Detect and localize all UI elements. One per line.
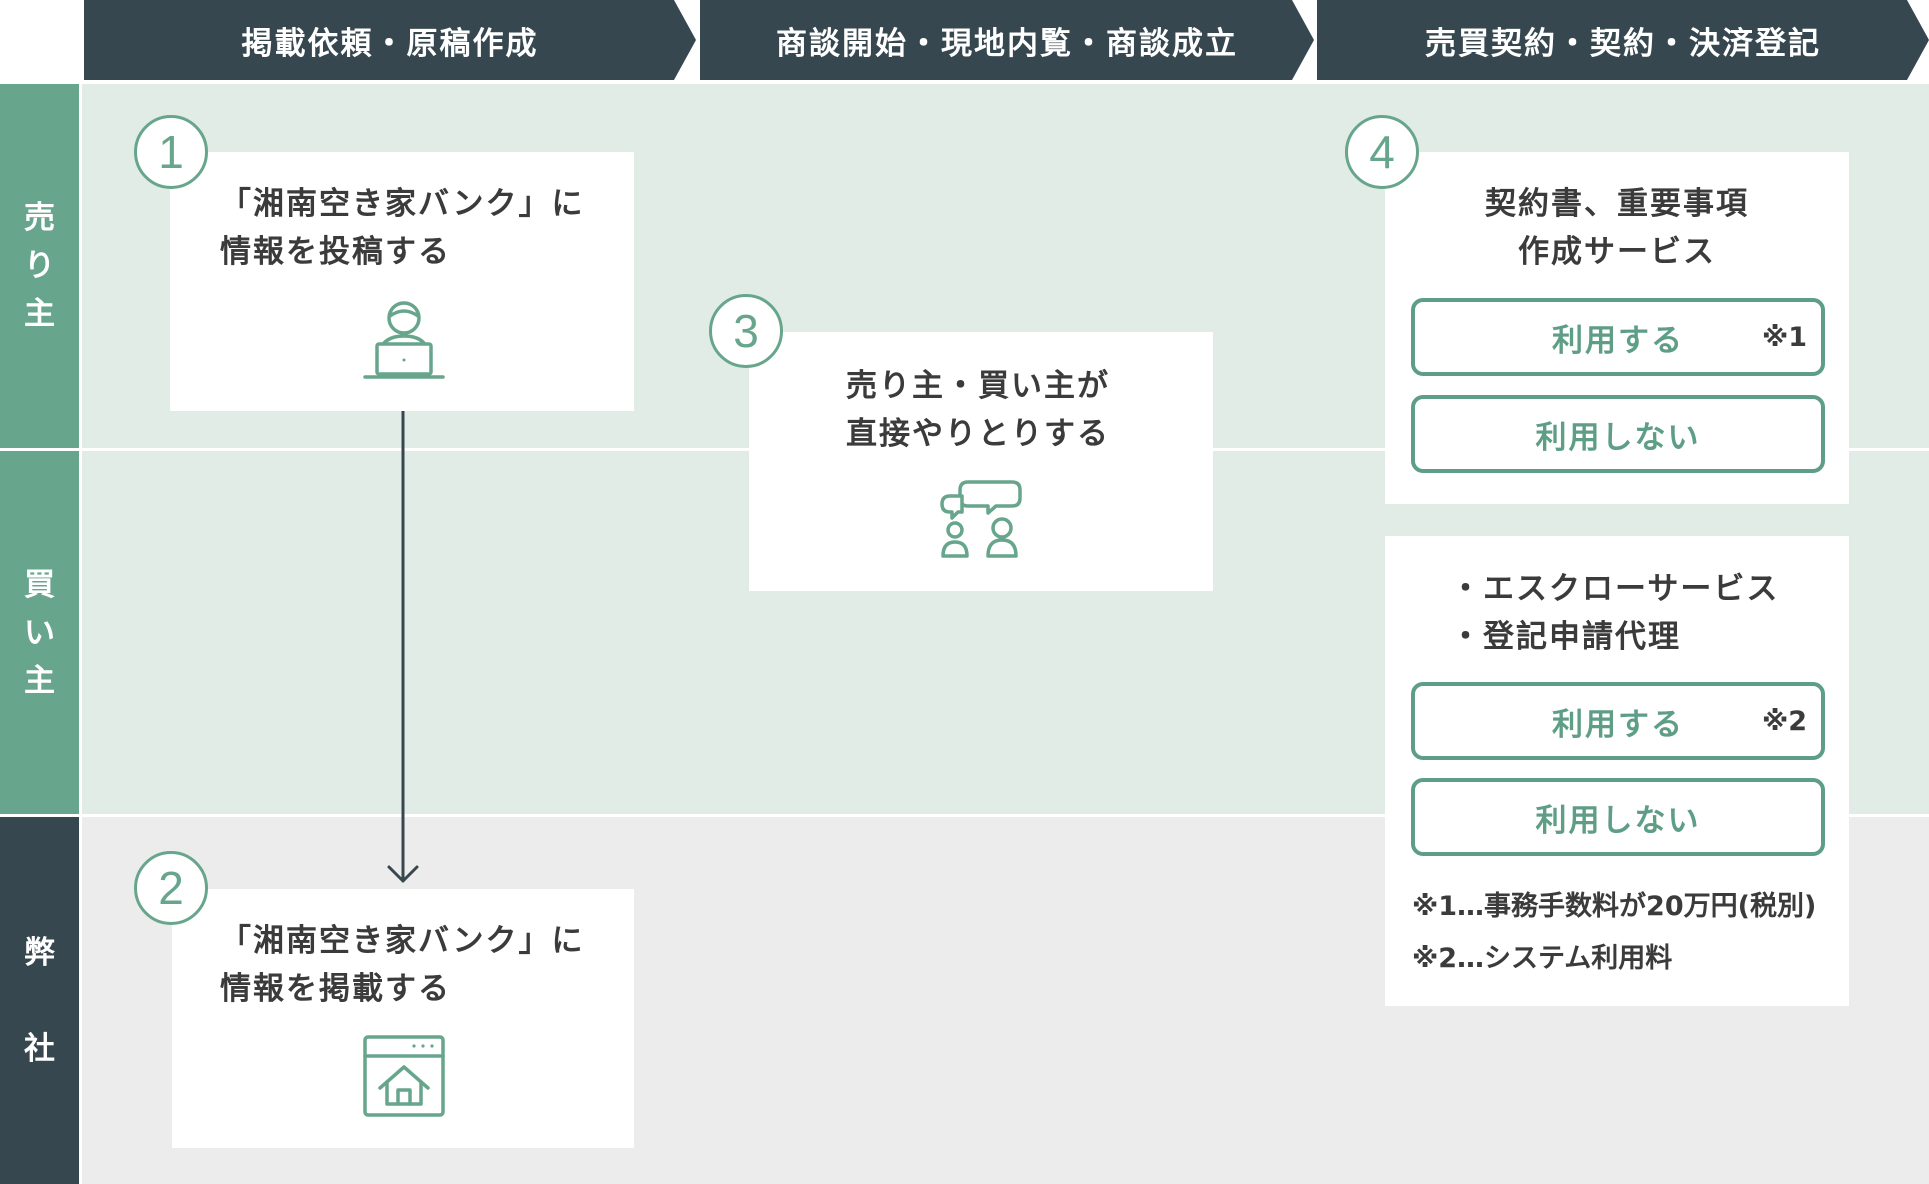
contract-no-use-label: 利用しない	[1535, 419, 1701, 456]
contract-no-use-button[interactable]: 利用しない	[1411, 395, 1825, 473]
contract-title-line2: 作成サービス	[1518, 234, 1716, 270]
lane-label-char: 主	[24, 296, 55, 332]
lane-label-char: 主	[24, 662, 55, 699]
lane-label-seller: 売 り 主	[0, 84, 79, 448]
step1-text: 「湘南空き家バンク」に 情報を投稿する	[220, 180, 585, 276]
chat-people-icon	[940, 480, 1022, 558]
step3-text: 売り主・買い主が 直接やりとりする	[846, 362, 1110, 458]
contract-use-button[interactable]: 利用する ※1	[1411, 298, 1825, 376]
step4-contract-title: 契約書、重要事項 作成サービス	[1385, 180, 1849, 276]
escrow-use-label: 利用する	[1552, 706, 1684, 743]
step2-number-badge: 2	[134, 851, 208, 925]
step1-text-line1: 「湘南空き家バンク」に	[220, 186, 585, 222]
step3-text-line1: 売り主・買い主が	[846, 368, 1110, 404]
footnote-1: ※1…事務手数料が20万円(税別)	[1412, 891, 1817, 922]
contract-title-line1: 契約書、重要事項	[1485, 186, 1749, 222]
phase-header-label: 商談開始・現地内覧・商談成立	[776, 25, 1238, 62]
phase-header-contract: 売買契約・契約・決済登記	[1317, 0, 1929, 80]
step3-number-badge: 3	[709, 294, 783, 368]
lane-label-company: 弊 社	[0, 817, 79, 1184]
step1-number-badge: 1	[134, 115, 208, 189]
escrow-list: ・エスクローサービス ・登記申請代理	[1450, 565, 1779, 661]
lane-label-buyer: 買 い 主	[0, 451, 79, 814]
step1-text-line2: 情報を投稿する	[220, 234, 451, 270]
contract-use-label: 利用する	[1552, 322, 1684, 359]
step2-text-line1: 「湘南空き家バンク」に	[220, 923, 585, 959]
escrow-use-note: ※2	[1761, 705, 1807, 737]
contract-use-note: ※1	[1761, 321, 1807, 353]
phase-header-listing: 掲載依頼・原稿作成	[84, 0, 696, 80]
lane-label-char: い	[24, 614, 55, 651]
phase-header-label: 掲載依頼・原稿作成	[241, 25, 539, 62]
escrow-no-use-label: 利用しない	[1535, 802, 1701, 839]
escrow-no-use-button[interactable]: 利用しない	[1411, 778, 1825, 856]
lane-label-char: り	[24, 248, 55, 284]
phase-header-label: 売買契約・契約・決済登記	[1425, 25, 1821, 62]
escrow-use-button[interactable]: 利用する ※2	[1411, 682, 1825, 760]
lane-label-char: 社	[24, 1030, 55, 1067]
lane-label-char: 弊	[24, 934, 55, 971]
footnote-2: ※2…システム利用料	[1412, 943, 1673, 974]
step3-text-line2: 直接やりとりする	[846, 416, 1110, 452]
step2-text-line2: 情報を掲載する	[220, 971, 451, 1007]
phase-header-negotiation: 商談開始・現地内覧・商談成立	[700, 0, 1314, 80]
escrow-item-escrow: ・エスクローサービス	[1450, 571, 1780, 607]
lane-label-char: 買	[24, 566, 55, 603]
person-laptop-icon	[363, 301, 445, 379]
step4-escrow-card	[1385, 536, 1849, 1006]
step2-text: 「湘南空き家バンク」に 情報を掲載する	[220, 917, 585, 1013]
flow-arrow-down	[387, 411, 419, 883]
web-house-icon	[363, 1035, 445, 1117]
step4-number-badge: 4	[1345, 115, 1419, 189]
escrow-item-registration: ・登記申請代理	[1450, 619, 1681, 655]
step3-card	[749, 332, 1213, 591]
lane-label-char: 売	[24, 200, 55, 236]
